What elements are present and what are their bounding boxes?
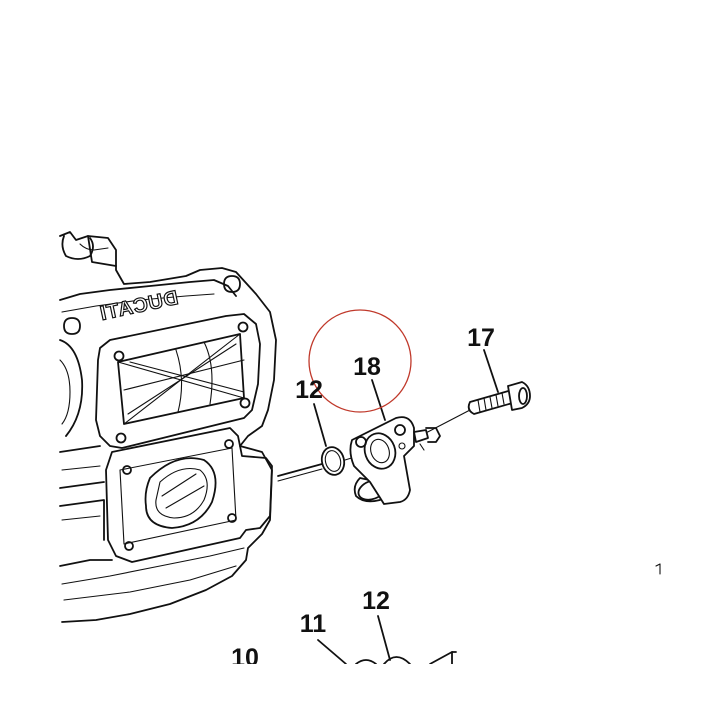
callout-12-upper: 12	[295, 376, 323, 404]
bracket-part-18	[349, 416, 441, 505]
callout-12-lower: 12	[362, 587, 390, 615]
callout-17: 17	[467, 324, 495, 352]
lower-parts-11-12	[355, 651, 457, 665]
stray-mark	[655, 563, 661, 575]
highlight-circle	[308, 309, 412, 413]
bolt-part-17	[467, 381, 531, 415]
leader-lines	[313, 349, 499, 665]
o-ring-part-12	[320, 446, 346, 476]
brand-text: DUCATI	[97, 287, 180, 325]
brand-lettering: DUCATI	[97, 286, 181, 325]
engine-housing: DUCATI	[59, 231, 277, 623]
bottom-crop-band	[0, 664, 720, 720]
callout-18: 18	[353, 353, 381, 381]
callout-11: 11	[300, 610, 327, 638]
